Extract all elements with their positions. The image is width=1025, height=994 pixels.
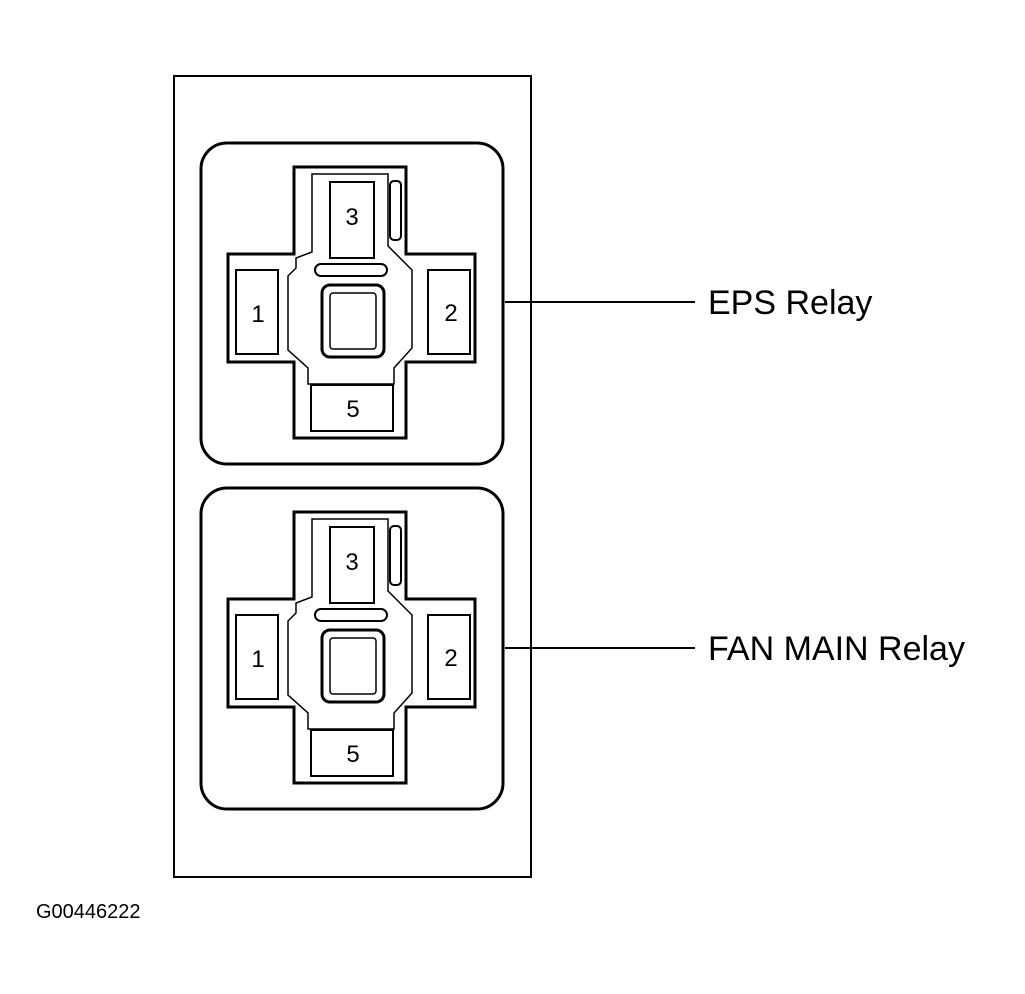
pin-number-5: 5: [346, 396, 359, 423]
pin-terminal-top: [329, 526, 375, 604]
center-post: [320, 628, 386, 704]
pin-number-2: 2: [444, 645, 457, 672]
figure-id: G00446222: [36, 901, 141, 923]
socket-outline: [199, 486, 505, 811]
connector-cross-inner: [287, 173, 413, 385]
eps-relay-label: EPS Relay: [708, 284, 872, 322]
pin-terminal-left: [235, 269, 279, 355]
pin-number-1: 1: [251, 301, 264, 328]
connector-cross-outer: [226, 165, 477, 440]
pin-number-3: 3: [345, 204, 358, 231]
pin-terminal-top: [329, 181, 375, 259]
pin-terminal-right: [427, 614, 471, 700]
center-post-inner: [329, 637, 377, 695]
latch-bar: [314, 263, 388, 277]
center-post-inner: [329, 292, 377, 350]
relay-panel-outline: [173, 75, 532, 878]
connector-cross-inner: [287, 518, 413, 730]
pin-number-1: 1: [251, 646, 264, 673]
pin-number-3: 3: [345, 549, 358, 576]
relay-socket-fan-main: 3 1 2 5: [199, 486, 505, 811]
pin-number-2: 2: [444, 300, 457, 327]
key-slot: [389, 180, 402, 241]
latch-bar: [314, 608, 388, 622]
connector-cross-outer: [226, 510, 477, 785]
key-slot: [389, 525, 402, 586]
pin-terminal-right: [427, 269, 471, 355]
pin-terminal-bottom: [310, 384, 394, 432]
pin-terminal-left: [235, 614, 279, 700]
socket-outline: [199, 141, 505, 466]
pin-number-5: 5: [346, 741, 359, 768]
fan-main-relay-label: FAN MAIN Relay: [708, 630, 965, 668]
relay-socket-eps: 3 1 2 5: [199, 141, 505, 466]
pin-terminal-bottom: [310, 729, 394, 777]
center-post: [320, 283, 386, 359]
